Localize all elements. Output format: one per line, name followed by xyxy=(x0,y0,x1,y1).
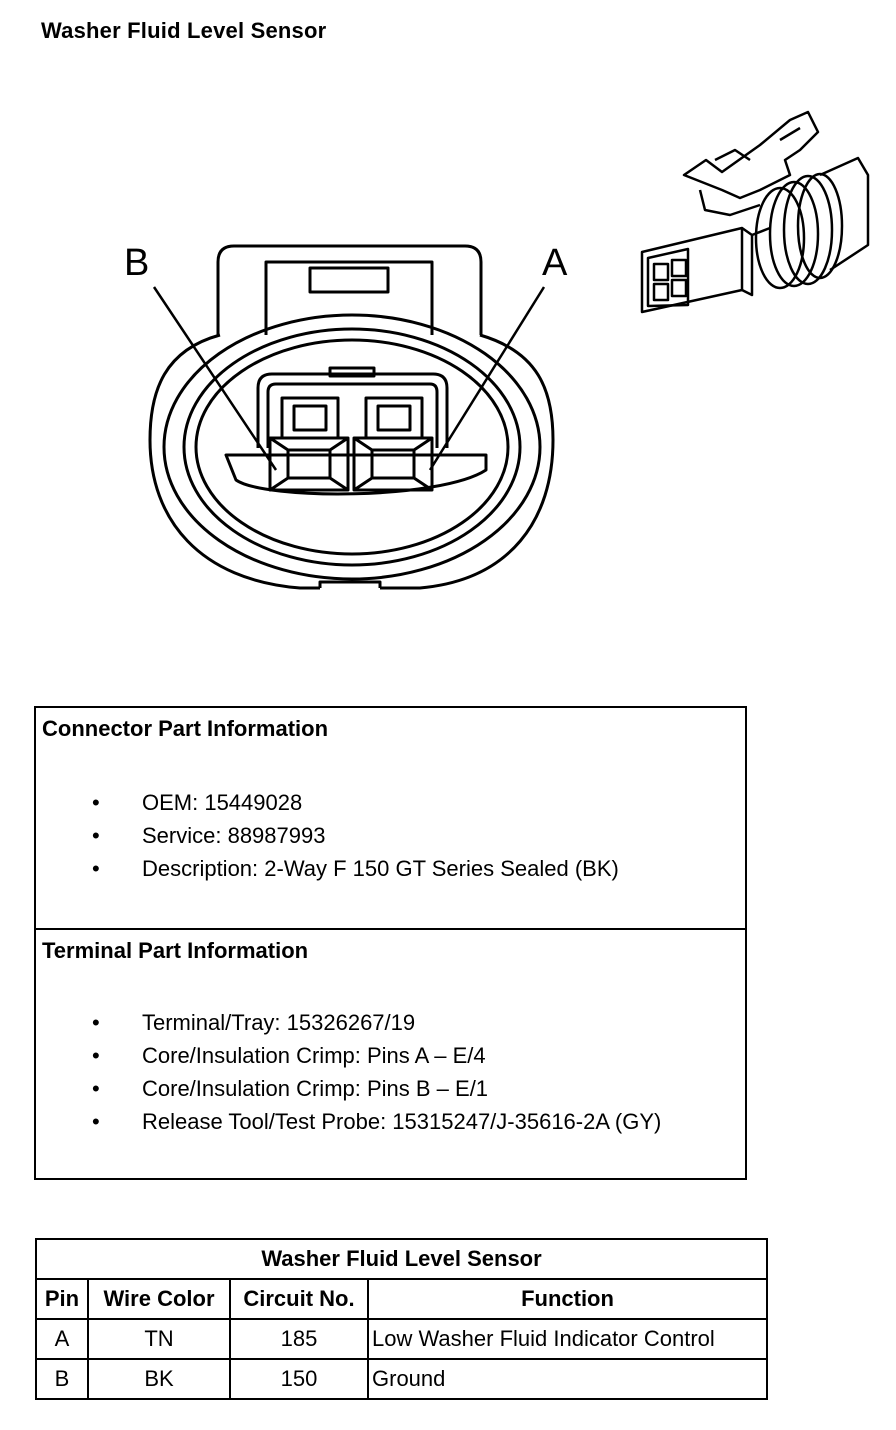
terminal-b xyxy=(268,436,350,492)
cell-wire-color: TN xyxy=(87,1318,231,1360)
column-header-wire-color: Wire Color xyxy=(87,1278,231,1320)
list-item: • Description: 2-Way F 150 GT Series Seal… xyxy=(36,852,619,885)
table-row: B BK 150 Ground xyxy=(35,1358,768,1400)
bullet-icon: • xyxy=(92,823,100,848)
cell-function: Ground xyxy=(367,1358,768,1400)
pin-label-b: B xyxy=(124,242,150,284)
terminal-info-item: Terminal/Tray: 15326267/19 xyxy=(142,1010,416,1035)
connector-info-heading: Connector Part Information xyxy=(42,716,329,741)
column-header-circuit-no: Circuit No. xyxy=(229,1278,369,1320)
connector-info-item: OEM: 15449028 xyxy=(142,790,303,815)
connector-info-item: Description: 2-Way F 150 GT Series Seale… xyxy=(142,856,619,881)
connector-3d-illustration xyxy=(640,110,870,314)
list-item: • OEM: 15449028 xyxy=(36,786,619,819)
terminal-info-item: Core/Insulation Crimp: Pins B – E/1 xyxy=(142,1076,489,1101)
bullet-icon: • xyxy=(92,1043,100,1068)
terminal-info-item: Release Tool/Test Probe: 15315247/J-3561… xyxy=(142,1109,662,1134)
cell-pin: A xyxy=(35,1318,89,1360)
connector-diagram xyxy=(148,110,870,590)
column-header-function: Function xyxy=(367,1278,768,1320)
list-item: • Release Tool/Test Probe: 15315247/J-356… xyxy=(36,1105,661,1138)
cell-pin: B xyxy=(35,1358,89,1400)
list-item: • Core/Insulation Crimp: Pins B – E/1 xyxy=(36,1072,661,1105)
cell-circuit-no: 185 xyxy=(229,1318,369,1360)
connector-info-list: • OEM: 15449028 • Service: 88987993 • Descr… xyxy=(36,786,619,885)
connector-latch xyxy=(216,244,483,335)
bullet-icon: • xyxy=(92,1076,100,1101)
terminal-info-heading: Terminal Part Information xyxy=(42,938,309,963)
terminal-info-item: Core/Insulation Crimp: Pins A – E/4 xyxy=(142,1043,486,1068)
list-item: • Core/Insulation Crimp: Pins A – E/4 xyxy=(36,1039,661,1072)
bullet-icon: • xyxy=(92,1010,100,1035)
page-title: Washer Fluid Level Sensor xyxy=(41,18,327,43)
cell-function: Low Washer Fluid Indicator Control xyxy=(367,1318,768,1360)
table-header-row: Pin Wire Color Circuit No. Function xyxy=(35,1278,768,1320)
terminal-info-section: Terminal Part Information • Terminal/Tray… xyxy=(36,928,745,1178)
list-item: • Service: 88987993 xyxy=(36,819,619,852)
pin-table: Washer Fluid Level Sensor Pin Wire Color… xyxy=(35,1238,768,1400)
table-title-row: Washer Fluid Level Sensor xyxy=(35,1238,768,1280)
terminal-info-list: • Terminal/Tray: 15326267/19 • Core/Insula… xyxy=(36,1006,661,1138)
part-info-box: Connector Part Information • OEM: 1544902… xyxy=(34,706,747,1180)
pin-label-a: A xyxy=(542,242,568,284)
connector-info-section: Connector Part Information • OEM: 1544902… xyxy=(36,708,745,928)
table-row: A TN 185 Low Washer Fluid Indicator Cont… xyxy=(35,1318,768,1360)
connector-body xyxy=(148,333,555,590)
cell-circuit-no: 150 xyxy=(229,1358,369,1400)
table-title: Washer Fluid Level Sensor xyxy=(35,1238,768,1280)
bullet-icon: • xyxy=(92,1109,100,1134)
column-header-pin: Pin xyxy=(35,1278,89,1320)
list-item: • Terminal/Tray: 15326267/19 xyxy=(36,1006,661,1039)
bullet-icon: • xyxy=(92,790,100,815)
terminal-a xyxy=(352,436,434,492)
connector-info-item: Service: 88987993 xyxy=(142,823,326,848)
cell-wire-color: BK xyxy=(87,1358,231,1400)
bullet-icon: • xyxy=(92,856,100,881)
